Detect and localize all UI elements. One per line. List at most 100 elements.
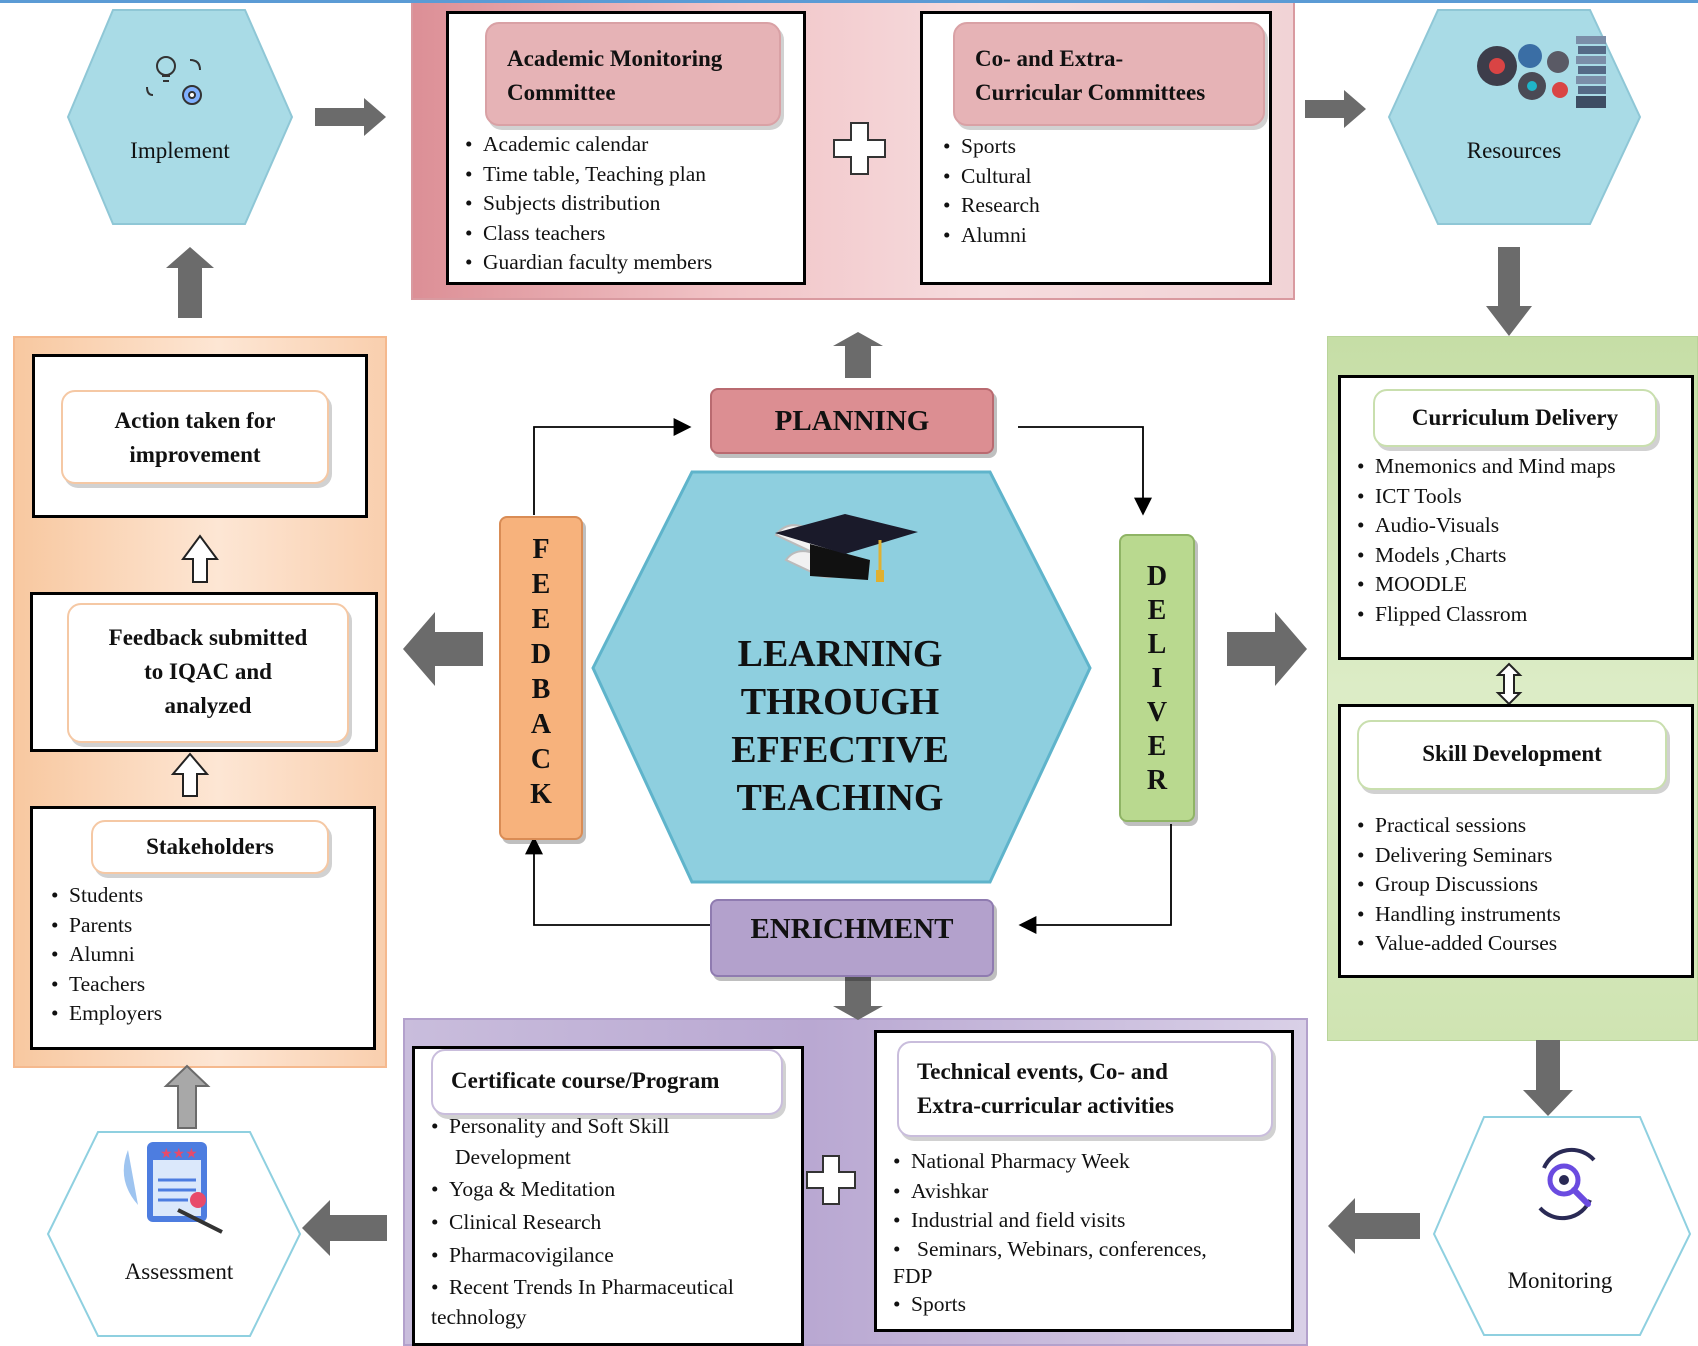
stakeholders-box: Stakeholders Students Parents Alumni Tea… [30, 806, 376, 1050]
list-item: Practical sessions [1357, 811, 1693, 841]
svg-text:★★★: ★★★ [160, 1146, 198, 1162]
list-item: Handling instruments [1357, 900, 1693, 930]
arrow-implement-to-planning [315, 98, 386, 136]
idea-gears-icon [146, 56, 202, 105]
technical-events-title: Technical events, Co- and Extra-curricul… [897, 1041, 1273, 1137]
action-taken-box: Action taken for improvement [32, 354, 368, 518]
center-title: LEARNING THROUGH EFFECTIVE TEACHING [731, 633, 949, 819]
list-item: Yoga & Meditation [431, 1173, 803, 1206]
arrow-deliver-to-monitoring [1523, 1040, 1573, 1116]
list-item: Value-added Courses [1357, 929, 1693, 959]
list-item: Delivering Seminars [1357, 841, 1693, 871]
list-item: Time table, Teaching plan [465, 160, 795, 190]
connector-feedback-to-planning [533, 418, 692, 515]
feedback-submitted-title: Feedback submitted to IQAC and analyzed [67, 603, 349, 743]
resources-label: Resources [1466, 138, 1562, 163]
planning-label: PLANNING [774, 405, 930, 437]
list-item: Industrial and field visits [893, 1206, 1293, 1236]
list-item: ICT Tools [1357, 482, 1693, 512]
curriculum-delivery-title: Curriculum Delivery [1373, 389, 1657, 447]
list-item: Alumni [51, 940, 371, 970]
list-item: Recent Trends In Pharmaceutical technolo… [431, 1272, 803, 1332]
monitoring-magnifier-icon [1538, 1147, 1596, 1221]
list-item: Guardian faculty members [465, 248, 795, 278]
connector-planning-to-deliver [1018, 426, 1152, 516]
academic-committee-box: Academic Monitoring Committee Academic c… [446, 11, 806, 285]
list-item: Cultural [943, 162, 1263, 192]
list-item: Models ,Charts [1357, 541, 1693, 571]
list-item: Teachers [51, 970, 371, 1000]
technical-events-list: National Pharmacy Week Avishkar Industri… [893, 1147, 1293, 1319]
arrow-planning-to-resources [1305, 90, 1366, 128]
graduation-cap-icon [774, 514, 918, 582]
plus-sign-planning [833, 122, 886, 175]
arrow-assessment-to-feedback [163, 1064, 211, 1129]
center-hexagon [591, 470, 1092, 884]
list-item: Sports [893, 1290, 1293, 1320]
technical-events-box: Technical events, Co- and Extra-curricul… [874, 1030, 1294, 1332]
implement-hexagon [66, 9, 294, 225]
assessment-hexagon [46, 1131, 302, 1337]
list-item: Employers [51, 999, 371, 1029]
list-item: Clinical Research [431, 1206, 803, 1239]
list-item: Subjects distribution [465, 189, 795, 219]
list-item: Avishkar [893, 1177, 1293, 1207]
connector-deliver-to-enrichment [1018, 824, 1172, 934]
skill-development-list: Practical sessions Delivering Seminars G… [1357, 811, 1693, 959]
list-item: Seminars, Webinars, conferences, FDP [893, 1236, 1293, 1290]
hollow-arrow-feedback-to-action [181, 534, 219, 583]
cocurricular-committee-box: Co- and Extra- Curricular Committees Spo… [920, 11, 1272, 285]
double-arrow-curriculum-skill [1495, 662, 1523, 706]
academic-committee-list: Academic calendar Time table, Teaching p… [465, 130, 795, 278]
arrow-enrichment-to-assessment [302, 1200, 387, 1256]
certificate-course-list: Personality and Soft Skill Development Y… [431, 1111, 803, 1332]
list-item: Sports [943, 132, 1263, 162]
arrow-center-to-deliver-panel [1227, 612, 1307, 686]
certificate-course-box: Certificate course/Program Personality a… [412, 1046, 804, 1346]
arrow-center-to-feedback-panel [403, 612, 483, 686]
list-item: Students [51, 881, 371, 911]
arrow-resources-to-deliver [1486, 247, 1532, 336]
list-item: Academic calendar [465, 130, 795, 160]
arrow-center-to-planning-panel [833, 332, 883, 378]
list-item: Pharmacovigilance [431, 1239, 803, 1272]
list-item: National Pharmacy Week [893, 1147, 1293, 1177]
certificate-course-title: Certificate course/Program [431, 1049, 783, 1115]
list-item: Parents [51, 911, 371, 941]
arrow-monitoring-to-enrichment [1328, 1198, 1420, 1254]
list-item: MOODLE [1357, 570, 1693, 600]
deliver-box: D E L I V E R [1119, 534, 1195, 822]
skill-development-title: Skill Development [1357, 720, 1667, 790]
stakeholders-list: Students Parents Alumni Teachers Employe… [51, 881, 371, 1029]
planning-box: PLANNING [710, 388, 994, 454]
list-item: Alumni [943, 221, 1263, 251]
curriculum-delivery-box: Curriculum Delivery Mnemonics and Mind m… [1338, 375, 1694, 660]
list-item: Personality and Soft Skill Development [431, 1111, 803, 1173]
resources-gears-books-icon [1477, 36, 1606, 108]
monitoring-label: Monitoring [1507, 1268, 1613, 1293]
arrow-feedback-to-implement [166, 247, 214, 318]
feedback-box: F E E D B A C K [499, 516, 583, 840]
list-item: Flipped Classrom [1357, 600, 1693, 630]
enrichment-box: ENRICHMENT [710, 899, 994, 977]
list-item: Class teachers [465, 219, 795, 249]
feedback-submitted-box: Feedback submitted to IQAC and analyzed [30, 592, 378, 752]
assessment-clipboard-icon: ★★★ [123, 1142, 223, 1234]
list-item: Mnemonics and Mind maps [1357, 452, 1693, 482]
plus-sign-enrichment [806, 1155, 856, 1205]
stakeholders-title: Stakeholders [91, 820, 329, 874]
cocurricular-committee-list: Sports Cultural Research Alumni [943, 132, 1263, 250]
hollow-arrow-stakeholders-to-feedback [170, 752, 210, 797]
list-item: Audio-Visuals [1357, 511, 1693, 541]
implement-label: Implement [130, 138, 230, 163]
curriculum-delivery-list: Mnemonics and Mind maps ICT Tools Audio-… [1357, 452, 1693, 629]
connector-enrichment-to-feedback [525, 836, 710, 926]
skill-development-box: Skill Development Practical sessions Del… [1338, 704, 1694, 978]
assessment-label: Assessment [124, 1259, 234, 1284]
cocurricular-committee-title: Co- and Extra- Curricular Committees [953, 22, 1265, 126]
list-item: Group Discussions [1357, 870, 1693, 900]
academic-committee-title: Academic Monitoring Committee [485, 22, 781, 126]
action-taken-title: Action taken for improvement [61, 390, 329, 484]
monitoring-hexagon [1432, 1116, 1692, 1336]
